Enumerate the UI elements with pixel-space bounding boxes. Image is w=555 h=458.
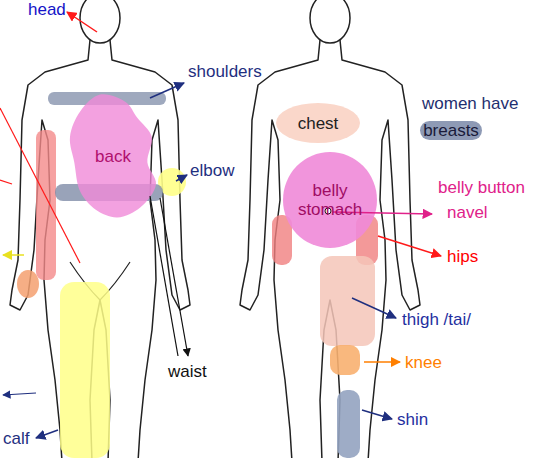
arm-highlight: [36, 130, 56, 280]
part-label: elbow: [190, 161, 234, 180]
region-label: chest: [298, 114, 339, 133]
text-box: chest: [298, 114, 339, 133]
knee-highlight: [330, 345, 360, 375]
leg-highlight: [60, 282, 110, 458]
region-fill: [70, 94, 156, 217]
part-label: belly button: [438, 178, 525, 197]
leader-line: [352, 298, 396, 318]
leader-line: [362, 410, 392, 419]
leader-line: [150, 196, 178, 356]
part-label: head: [28, 0, 66, 19]
front-figure: [240, 0, 420, 458]
leader-line: [160, 198, 188, 356]
part-label: calf: [3, 429, 29, 448]
region-label: belly stomach: [290, 181, 370, 219]
text-box: belly stomach: [290, 181, 370, 219]
note-label: women have: [422, 94, 518, 113]
leader-line: [3, 393, 36, 395]
text-box: back: [95, 147, 131, 166]
region-fill: [420, 121, 482, 140]
region-fill: [283, 152, 377, 248]
part-label: navel: [447, 203, 488, 222]
leader-line: [67, 12, 97, 32]
back-region: back: [70, 92, 156, 220]
part-label: hips: [447, 247, 478, 266]
region-label: breasts: [423, 121, 479, 140]
part-label: shoulders: [188, 62, 262, 81]
part-label: shin: [397, 410, 428, 429]
thigh-highlight: [320, 256, 375, 346]
shin-highlight: [337, 390, 360, 458]
part-label: waist: [168, 362, 207, 381]
region-fill: [276, 103, 360, 143]
leader-line: [3, 254, 24, 256]
text-box: breasts: [423, 121, 479, 140]
breasts-band: breasts: [420, 121, 482, 140]
leader-line: [0, 180, 12, 184]
hand-highlight: [17, 270, 39, 298]
leader-line: [364, 361, 400, 363]
leader-line: [36, 430, 58, 438]
region-label: back: [95, 147, 131, 166]
part-label: knee: [405, 353, 442, 372]
belly-region: belly stomach: [283, 152, 377, 248]
leader-line: [378, 236, 441, 256]
leader-line: [333, 212, 432, 214]
leader-line: [0, 108, 80, 263]
leader-line: [176, 175, 187, 181]
back-figure: [10, 0, 190, 458]
part-label: thigh /tai/: [402, 310, 471, 329]
navel-dot: [325, 208, 331, 214]
leader-line: [150, 83, 184, 98]
chest-region: chest: [276, 103, 360, 143]
